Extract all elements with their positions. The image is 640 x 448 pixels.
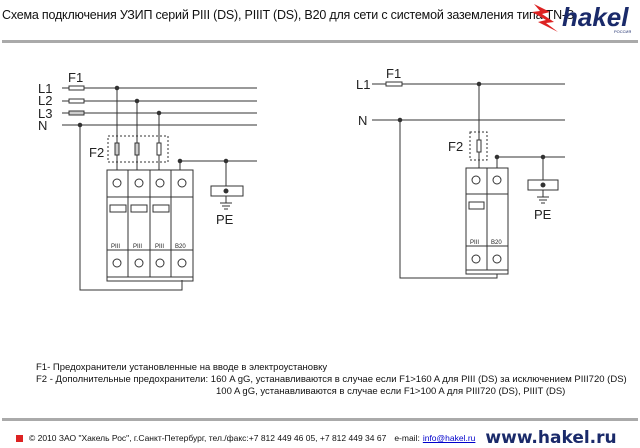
svg-text:РОССИЯ: РОССИЯ: [614, 29, 631, 34]
lightning-icon: [532, 4, 558, 32]
website-link[interactable]: www.hakel.ru: [485, 428, 617, 448]
note-f1: F1- Предохранители установленные на ввод…: [36, 362, 328, 373]
note-f2: F2 - Дополнительные предохранители: 160 …: [36, 374, 627, 385]
svg-text:PIII: PIII: [111, 244, 120, 250]
svg-text:F2: F2: [448, 139, 463, 154]
left-diagram: L1 L2 L3 N F1 F2 PE PIII PIII PIII B20: [38, 70, 257, 291]
f2-box: [107, 135, 169, 163]
right-diagram: L1 N F1 F2 PE PIII B20: [356, 66, 565, 279]
svg-text:L2: L2: [38, 93, 52, 108]
notes: F1- Предохранители установленные на ввод…: [36, 362, 627, 398]
svg-text:PE: PE: [534, 207, 552, 222]
footer-divider: [2, 418, 638, 421]
terminal-icons: [112, 178, 187, 268]
svg-text:B20: B20: [491, 240, 502, 246]
bullet-icon: [16, 434, 23, 442]
header-divider: [2, 40, 638, 43]
svg-text:L3: L3: [38, 106, 52, 121]
svg-text:F2: F2: [89, 145, 104, 160]
svg-text:F1: F1: [68, 70, 83, 85]
fuse-f1: [68, 85, 85, 91]
svg-text:PE: PE: [216, 212, 234, 227]
email-label: e-mail:: [394, 433, 420, 443]
page-title: Схема подключения УЗИП серий PIII (DS), …: [2, 8, 574, 22]
note-f2-cont: 100 A gG, устанавливаются в случае если …: [216, 386, 566, 397]
footer: © 2010 ЗАО "Хакель Рос", г.Санкт-Петербу…: [16, 428, 617, 448]
svg-text:L1: L1: [356, 77, 370, 92]
spd-modules: PIII PIII PIII B20: [106, 169, 194, 282]
svg-text:N: N: [38, 118, 47, 133]
email-link[interactable]: info@hakel.ru: [422, 433, 476, 443]
svg-text:N: N: [358, 113, 367, 128]
svg-text:L1: L1: [38, 81, 52, 96]
svg-text:B20: B20: [175, 244, 186, 250]
copyright: © 2010 ЗАО "Хакель Рос", г.Санкт-Петербу…: [29, 433, 387, 443]
svg-text:PIII: PIII: [155, 244, 164, 250]
svg-text:hakel: hakel: [562, 2, 629, 32]
svg-text:PIII: PIII: [470, 240, 479, 246]
svg-text:F1: F1: [386, 66, 401, 81]
svg-text:PIII: PIII: [133, 244, 142, 250]
hakel-logo: hakel РОССИЯ: [532, 2, 631, 34]
